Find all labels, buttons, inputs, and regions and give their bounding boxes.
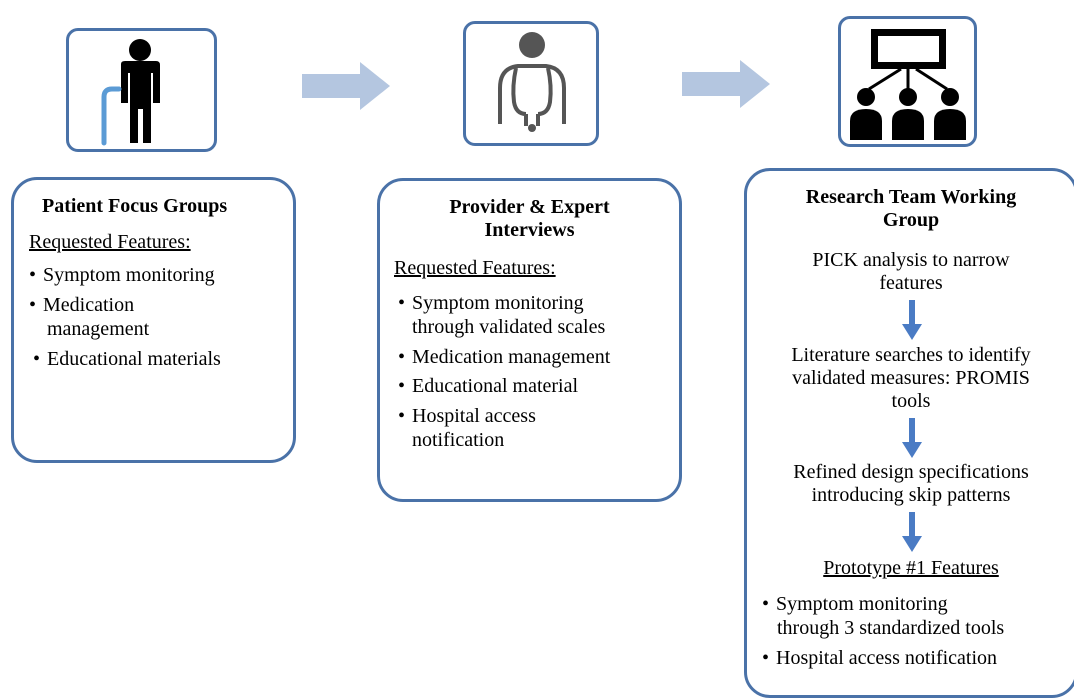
provider-feature-item: Hospital access <box>398 405 536 428</box>
patient-card-title: Patient Focus Groups <box>42 195 228 217</box>
research-feature-item: Hospital access notification <box>762 647 997 670</box>
down-arrow-3 <box>902 512 922 552</box>
research-feature-item: Symptom monitoring <box>762 593 948 616</box>
research-title-line1: Research Team Working <box>805 186 1017 208</box>
research-step3-line1: Refined design specifications <box>793 461 1029 483</box>
research-step2-line1: Literature searches to identify <box>791 344 1031 366</box>
research-step3-line2: introducing skip patterns <box>811 484 1011 506</box>
patient-feature-item-cont: management <box>47 318 150 340</box>
provider-expert-card <box>377 178 682 502</box>
right-arrow-2 <box>682 60 770 108</box>
right-arrow-1 <box>302 62 390 110</box>
research-title-line2: Group <box>882 209 940 231</box>
research-step-pick: PICK analysis to narrow features <box>744 249 1074 295</box>
research-step2-line3: tools <box>891 390 931 412</box>
research-card-title: Research Team Working Group <box>744 186 1074 232</box>
provider-feature-item: Medication management <box>398 346 610 369</box>
down-arrow-1 <box>902 300 922 340</box>
provider-title-line2: Interviews <box>484 219 575 241</box>
provider-feature-item-cont: notification <box>412 429 505 451</box>
research-step1-line1: PICK analysis to narrow <box>812 249 1010 271</box>
patient-feature-item: Educational materials <box>33 348 221 371</box>
research-feature-item-cont: through 3 standardized tools <box>777 617 1005 639</box>
patient-with-cane-icon <box>101 39 160 146</box>
provider-feature-item: Educational material <box>398 375 578 398</box>
research-step2-line2: validated measures: PROMIS <box>792 367 1030 389</box>
provider-feature-item: Symptom monitoring <box>398 292 584 315</box>
patient-feature-item: Medication <box>29 294 134 317</box>
provider-icon-box <box>463 21 599 146</box>
patient-focus-groups-card <box>11 177 296 463</box>
research-card-subtitle: Prototype #1 Features <box>823 557 999 579</box>
patient-icon-box <box>66 28 217 152</box>
research-icon-box <box>838 16 977 147</box>
provider-card-title: Provider & Expert Interviews <box>377 196 682 242</box>
research-step1-line2: features <box>879 272 943 294</box>
provider-title-line1: Provider & Expert <box>449 196 610 218</box>
patient-card-subtitle: Requested Features: <box>29 231 191 253</box>
patient-feature-item: Symptom monitoring <box>29 264 215 287</box>
research-step-literature: Literature searches to identify validate… <box>744 344 1074 413</box>
research-step-design: Refined design specifications introducin… <box>744 461 1074 507</box>
provider-feature-item-cont: through validated scales <box>412 316 606 338</box>
provider-card-subtitle: Requested Features: <box>394 257 556 279</box>
doctor-stethoscope-icon <box>498 32 566 132</box>
presentation-group-icon <box>850 29 966 140</box>
down-arrow-2 <box>902 418 922 458</box>
